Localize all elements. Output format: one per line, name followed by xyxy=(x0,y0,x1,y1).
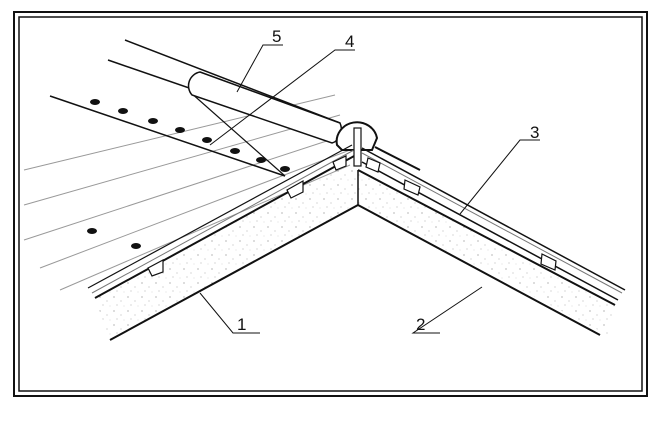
inner-frame xyxy=(18,16,643,392)
callout-5: 5 xyxy=(272,27,281,46)
callout-2: 2 xyxy=(416,315,425,334)
callout-1: 1 xyxy=(237,315,246,334)
callout-4: 4 xyxy=(345,32,354,51)
batten-blocks xyxy=(147,155,557,277)
fastener-dots xyxy=(87,99,290,249)
leader-lines xyxy=(199,44,540,334)
callout-3: 3 xyxy=(530,123,539,142)
outer-frame xyxy=(13,11,648,397)
left-rafter xyxy=(87,144,359,341)
right-rafter xyxy=(357,169,616,336)
ridge-post xyxy=(353,127,362,167)
